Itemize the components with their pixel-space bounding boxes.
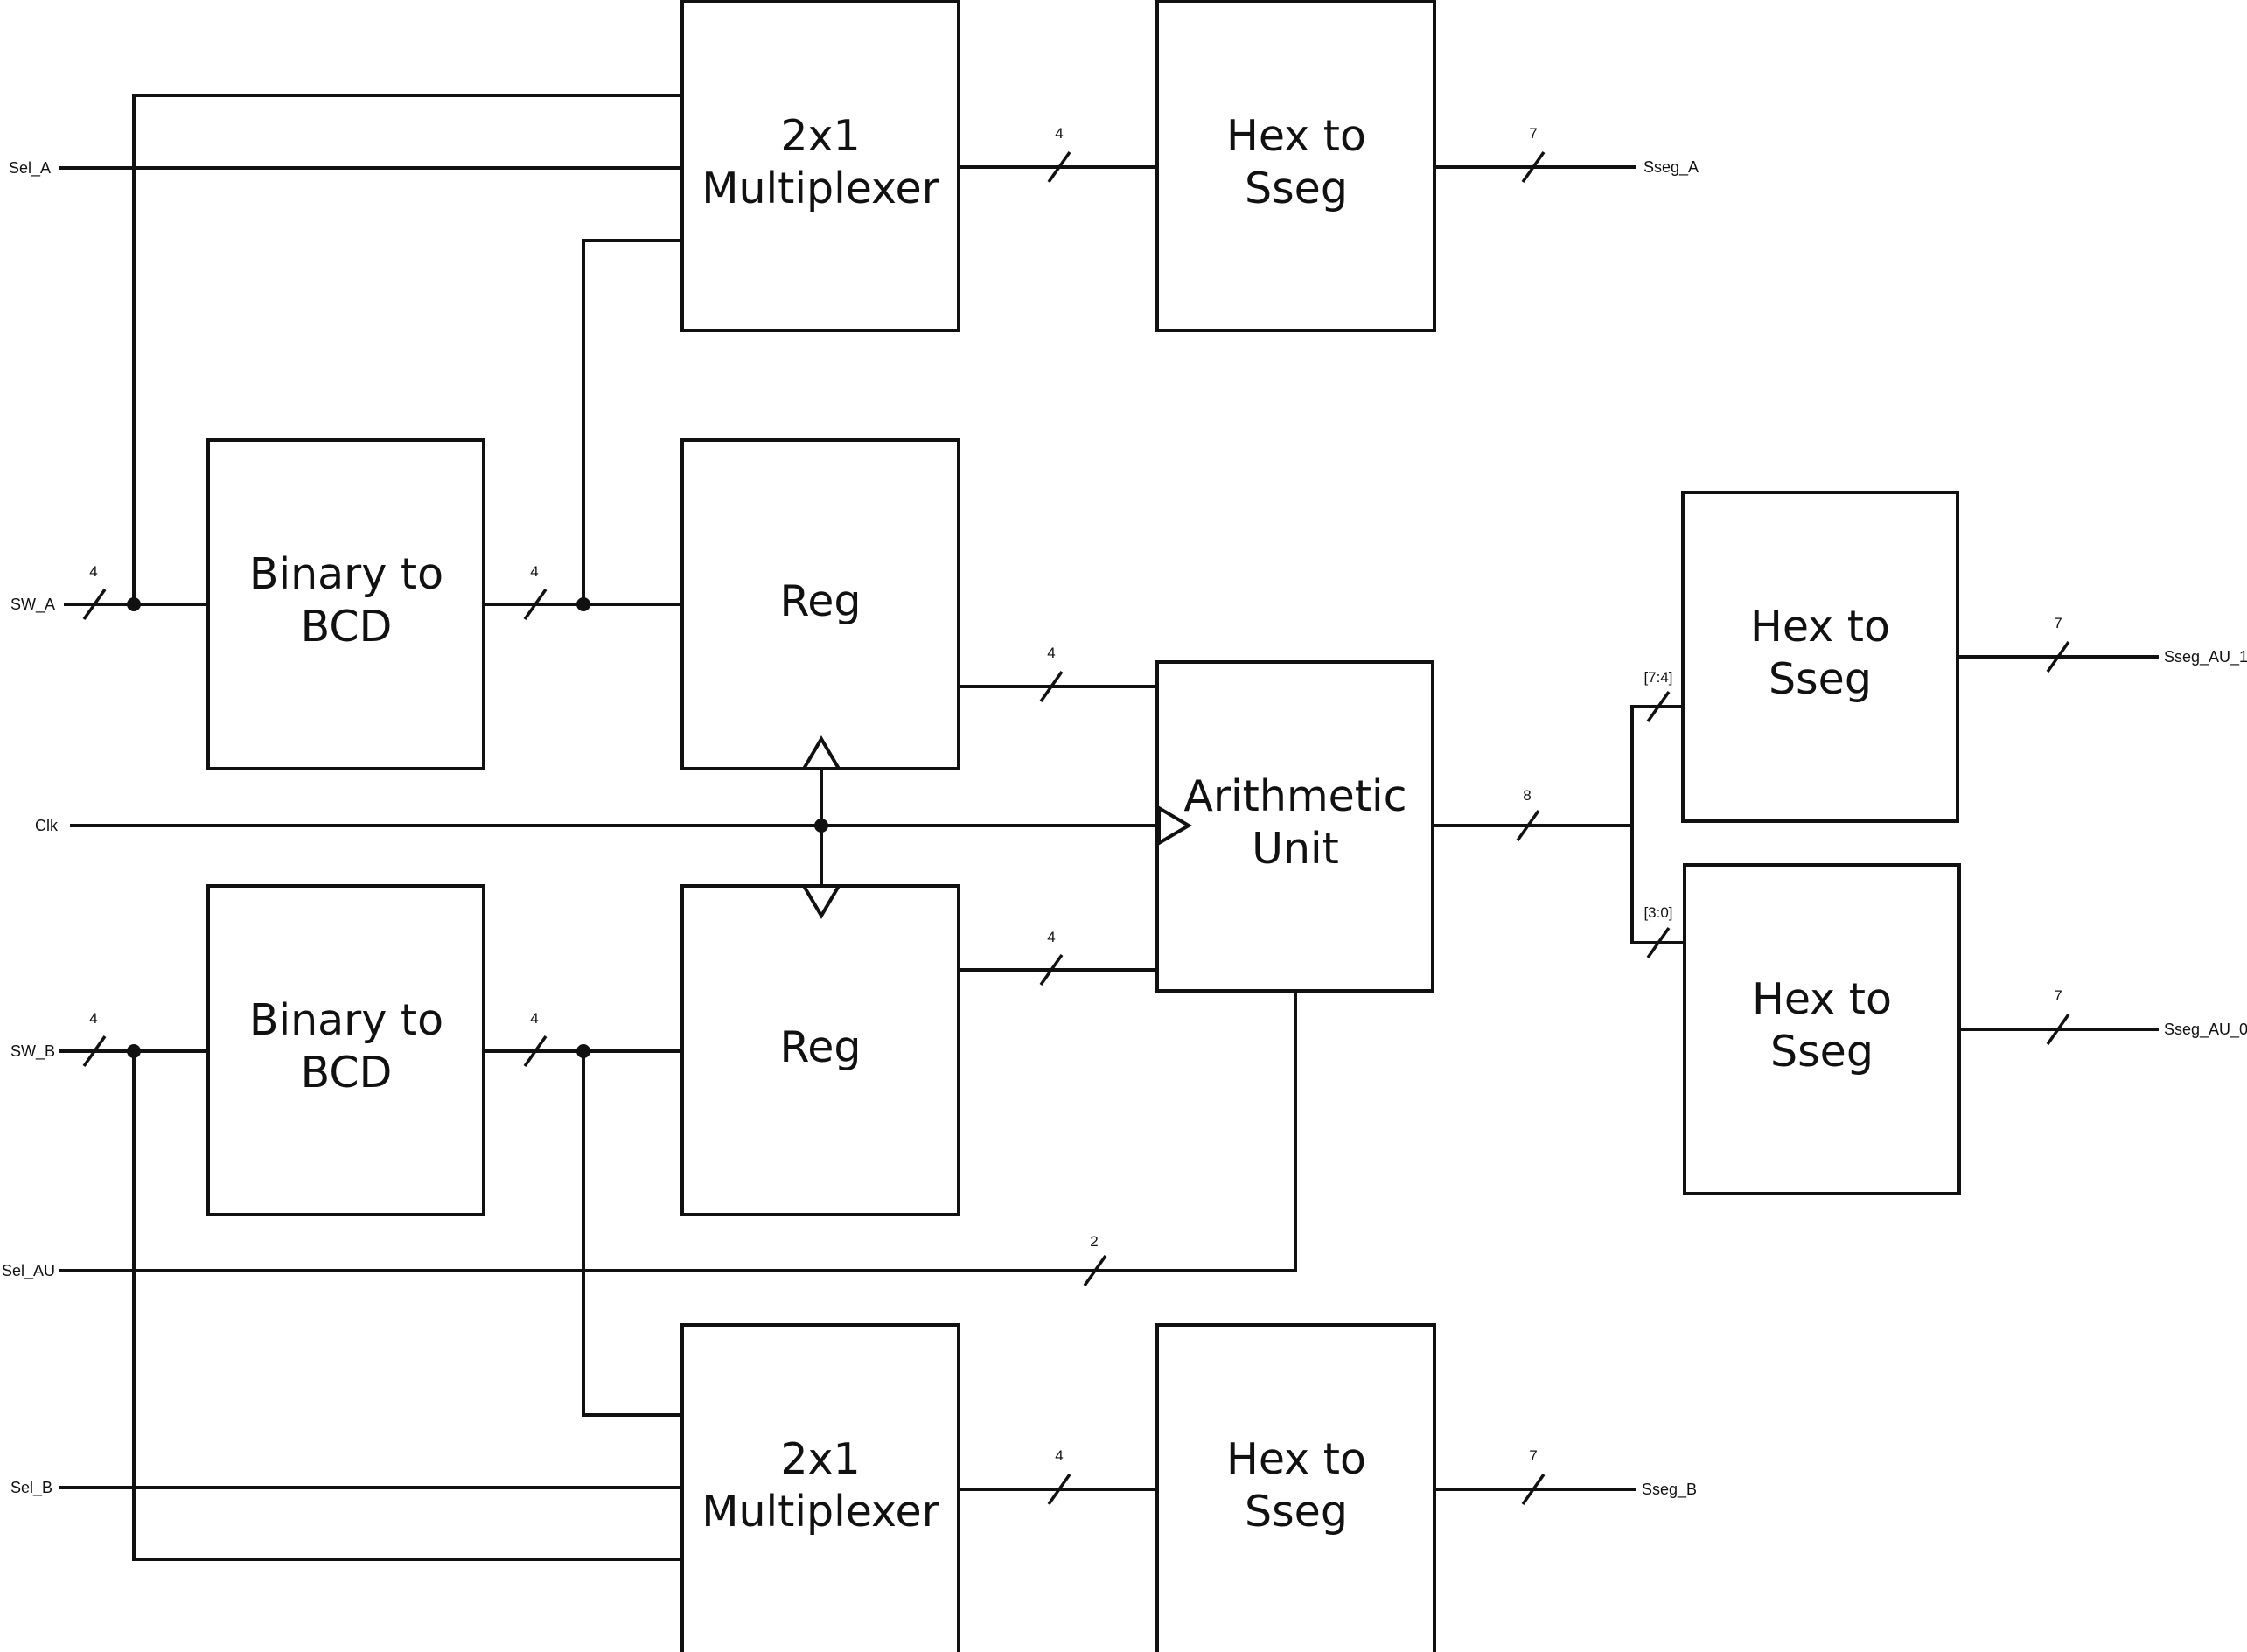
input-label-sel-au: Sel_AU	[2, 1262, 55, 1280]
hex-au0-label-line2: Sseg	[1770, 1027, 1874, 1077]
input-label-sw-a: SW_A	[10, 596, 55, 614]
junction-dot	[127, 1044, 141, 1058]
bus-tick	[1047, 150, 1071, 184]
bus-width-mux-a-out: 4	[1055, 125, 1063, 142]
reg-a-label: Reg	[779, 576, 861, 626]
hex-au0-box	[1683, 863, 1961, 1195]
input-label-clk: Clk	[35, 817, 59, 834]
bus-tick	[523, 1035, 548, 1068]
reg-b-block: Reg	[680, 884, 960, 1216]
bus-width-sw-a-in: 4	[89, 563, 97, 580]
mux-a-box	[680, 0, 960, 332]
hex-a-block: Hex to Sseg	[1155, 0, 1436, 332]
mux-a-label-line2: Multiplexer	[701, 164, 939, 213]
mux-b-label-line1: 2x1	[780, 1434, 860, 1484]
au-block: Arithmetic Unit	[1155, 660, 1434, 993]
bus-width-bcd-a-out: 4	[530, 563, 538, 580]
bus-tick	[1521, 1473, 1546, 1506]
mux-b-label-line2: Multiplexer	[701, 1487, 939, 1537]
hex-a-label-line1: Hex to	[1226, 111, 1366, 161]
au-clock-triangle	[1157, 805, 1192, 847]
bus-width-au-out: 8	[1523, 787, 1531, 804]
bus-tick	[82, 1035, 107, 1068]
bus-width-sw-b-in: 4	[89, 1010, 97, 1027]
bus-width-reg-b-out: 4	[1047, 929, 1055, 945]
hex-au1-box	[1681, 491, 1959, 823]
output-labels: Sseg_A Sseg_AU_1 Sseg_AU_0 Sseg_B	[1642, 158, 2247, 1499]
hex-au1-label-line1: Hex to	[1750, 602, 1890, 652]
bus-width-bcd-b-out: 4	[530, 1010, 538, 1027]
reg-b-label: Reg	[779, 1022, 861, 1072]
junctions	[127, 597, 828, 1058]
hex-au0-block: Hex to Sseg	[1683, 863, 1961, 1195]
junction-dot	[814, 819, 828, 833]
reg-a-block: Reg	[680, 438, 960, 770]
reg-a-box	[680, 438, 960, 770]
bus-width-hex-au0-out: 7	[2054, 987, 2062, 1004]
bus-width-hex-b-out: 7	[1529, 1447, 1537, 1464]
bus-width-hex-a-out: 7	[1529, 125, 1537, 142]
output-label-sseg-a: Sseg_A	[1643, 158, 1699, 177]
bus-tick	[2046, 1013, 2070, 1046]
reg-a-clock-triangle	[800, 735, 842, 770]
mux-b-block: 2x1 Multiplexer	[680, 1323, 960, 1652]
bus-tick	[1039, 953, 1064, 986]
bcd-b-box	[206, 884, 485, 1216]
junction-dot	[127, 597, 141, 611]
hex-b-label-line1: Hex to	[1226, 1434, 1366, 1484]
hex-a-label-line2: Sseg	[1245, 164, 1348, 213]
input-label-sw-b: SW_B	[10, 1042, 55, 1061]
hex-au0-label-line1: Hex to	[1752, 974, 1892, 1024]
junction-dot	[576, 1044, 590, 1058]
bus-tick	[1646, 690, 1671, 723]
input-label-sel-a: Sel_A	[9, 159, 51, 178]
output-label-sseg-au-0: Sseg_AU_0	[2164, 1021, 2247, 1039]
hex-au1-label-line2: Sseg	[1769, 654, 1872, 704]
hex-au1-block: Hex to Sseg	[1681, 491, 1959, 823]
output-label-sseg-b: Sseg_B	[1642, 1481, 1697, 1499]
mux-a-label-line1: 2x1	[780, 111, 860, 161]
hex-b-label-line2: Sseg	[1245, 1487, 1348, 1537]
reg-b-box	[680, 884, 960, 1216]
input-labels: Sel_A SW_A Clk SW_B Sel_AU Sel_B	[2, 159, 59, 1497]
bcd-a-block: Binary to BCD	[206, 438, 485, 770]
reg-b-clock-triangle	[800, 884, 842, 919]
bcd-a-label-line2: BCD	[301, 602, 393, 652]
bcd-a-box	[206, 438, 485, 770]
bus-tick	[2046, 640, 2070, 673]
bus-tick	[1516, 809, 1540, 842]
bus-width-sel-au: 2	[1090, 1233, 1098, 1250]
bus-width-slice-hi: [7:4]	[1643, 669, 1672, 686]
wires	[59, 94, 2159, 1561]
bcd-b-label-line2: BCD	[301, 1048, 393, 1098]
bus-width-hex-au1-out: 7	[2054, 615, 2062, 631]
mux-b-box	[680, 1323, 960, 1652]
hex-a-box	[1155, 0, 1436, 332]
input-label-sel-b: Sel_B	[10, 1479, 52, 1497]
bcd-a-label-line1: Binary to	[249, 549, 443, 599]
bus-width-labels: 4 4 4 7 4 4 4 4 2 8 [7:4] [3:0] 7 7 4 7	[89, 125, 2062, 1464]
bus-tick	[82, 588, 107, 621]
hex-b-box	[1155, 1323, 1436, 1652]
bus-tick	[523, 588, 548, 621]
bus-tick	[1047, 1473, 1071, 1506]
mux-a-block: 2x1 Multiplexer	[680, 0, 960, 332]
au-label-line2: Unit	[1252, 824, 1339, 874]
bus-ticks	[82, 150, 2070, 1506]
hex-b-block: Hex to Sseg	[1155, 1323, 1436, 1652]
bus-width-slice-lo: [3:0]	[1643, 904, 1672, 921]
bus-tick	[1039, 670, 1064, 703]
junction-dot	[576, 597, 590, 611]
bus-tick	[1521, 150, 1546, 184]
bus-width-reg-a-out: 4	[1047, 645, 1055, 661]
bcd-b-block: Binary to BCD	[206, 884, 485, 1216]
au-label-line1: Arithmetic	[1183, 771, 1406, 821]
bus-tick	[1646, 926, 1671, 959]
bus-width-mux-b-out: 4	[1055, 1447, 1063, 1464]
output-label-sseg-au-1: Sseg_AU_1	[2164, 648, 2247, 666]
bus-tick	[1083, 1254, 1107, 1287]
bcd-b-label-line1: Binary to	[249, 995, 443, 1045]
